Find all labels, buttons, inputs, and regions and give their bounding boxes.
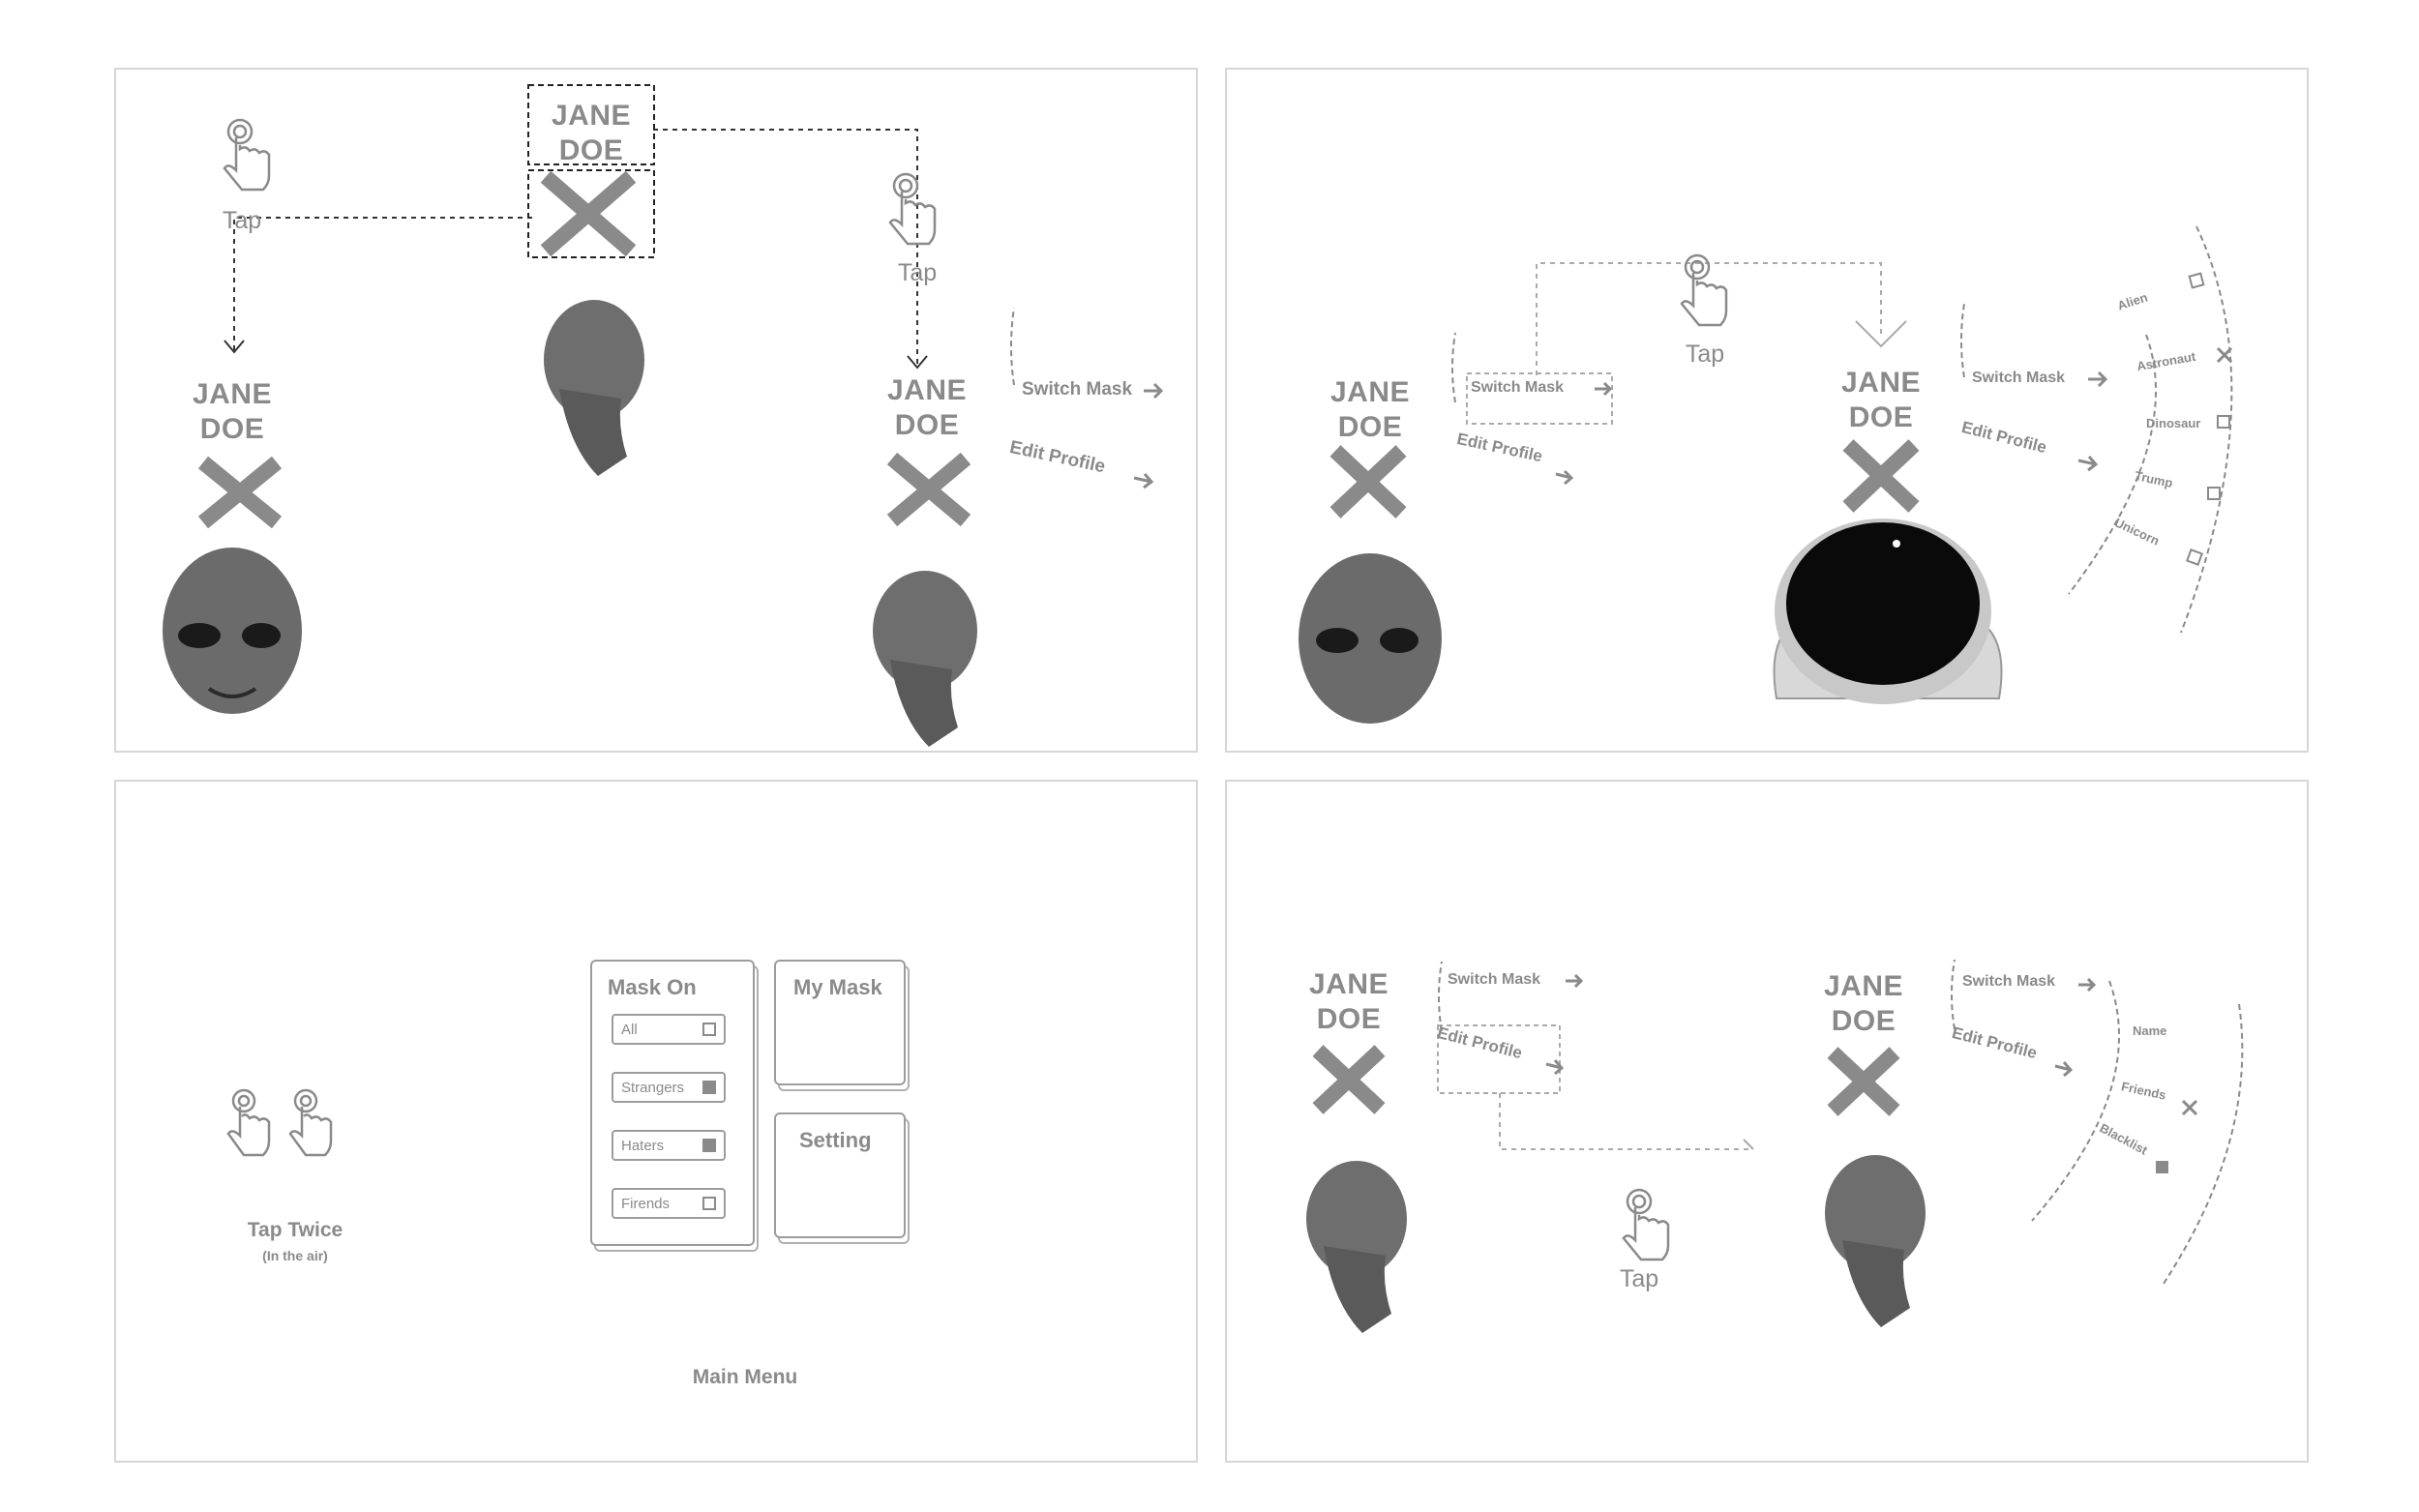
option-label: All	[621, 1022, 638, 1038]
astronaut-mask-image	[1773, 519, 2003, 704]
blacklist-checkbox[interactable]	[2156, 1161, 2168, 1173]
alien-mask-image	[1299, 553, 1442, 724]
tap-label: Tap	[897, 259, 938, 286]
human-head-image	[1825, 1155, 1926, 1327]
tap-hand-icon	[223, 118, 271, 192]
switch-mask-menu-item[interactable]: Switch Mask	[1471, 379, 1565, 396]
switch-mask-menu-item[interactable]: Switch Mask	[1022, 379, 1133, 400]
mask-on-option-haters[interactable]: Haters	[612, 1130, 726, 1161]
close-icon[interactable]	[540, 170, 637, 257]
panel-1-graphics	[163, 84, 1164, 747]
tap-hand-icon	[1680, 253, 1728, 327]
mask-unicorn-checkbox[interactable]	[2186, 548, 2203, 566]
human-head-image	[1306, 1161, 1407, 1333]
mask-trump-checkbox[interactable]	[2207, 487, 2221, 500]
all-checkbox[interactable]	[702, 1023, 716, 1036]
switch-mask-menu-item[interactable]: Switch Mask	[1972, 370, 2066, 386]
tap-hand-icon	[1622, 1188, 1670, 1261]
mask-dinosaur-checkbox[interactable]	[2217, 415, 2230, 429]
panel-3-graphics	[226, 1088, 333, 1157]
close-icon[interactable]	[1842, 439, 1920, 513]
human-head-image	[544, 300, 644, 476]
profile-option-name[interactable]: Name	[2133, 1023, 2167, 1038]
tap-twice-note: (In the air)	[262, 1248, 328, 1263]
panel-main-menu: Tap Twice (In the air) Mask On All Stran…	[114, 780, 1198, 1463]
mask-alien-checkbox[interactable]	[2188, 272, 2205, 289]
my-mask-title: My Mask	[793, 975, 882, 999]
panel-2-graphics	[1299, 225, 2233, 724]
my-mask-card[interactable]: My Mask	[774, 960, 906, 1085]
tap-hand-icon	[288, 1088, 333, 1157]
switch-mask-menu-item[interactable]: Switch Mask	[1962, 973, 2056, 990]
mask-on-option-all[interactable]: All	[612, 1014, 726, 1045]
tap-label: Tap	[222, 207, 262, 234]
close-icon[interactable]	[1329, 445, 1407, 519]
main-menu-caption: Main Menu	[692, 1366, 798, 1388]
tap-label: Tap	[1685, 341, 1725, 368]
setting-card[interactable]: Setting	[774, 1112, 906, 1238]
mask-on-title: Mask On	[608, 975, 697, 999]
friends-checkbox[interactable]	[2181, 1099, 2198, 1116]
close-icon[interactable]	[1827, 1047, 1900, 1116]
mask-on-card[interactable]: Mask On All Strangers Haters Firends	[590, 960, 755, 1246]
switch-mask-menu-item[interactable]: Switch Mask	[1448, 971, 1541, 988]
close-icon[interactable]	[197, 456, 283, 529]
tap-twice-label: Tap Twice	[247, 1219, 343, 1241]
panel-4-graphics	[1306, 959, 2244, 1333]
strangers-checkbox[interactable]	[702, 1081, 716, 1094]
mask-on-option-strangers[interactable]: Strangers	[612, 1072, 726, 1103]
firends-checkbox[interactable]	[702, 1197, 716, 1210]
setting-title: Setting	[799, 1128, 872, 1152]
option-label: Haters	[621, 1138, 665, 1154]
option-label: Strangers	[621, 1080, 685, 1096]
haters-checkbox[interactable]	[702, 1139, 716, 1152]
tap-hand-icon	[226, 1088, 271, 1157]
close-icon[interactable]	[1312, 1045, 1386, 1114]
close-icon[interactable]	[886, 452, 971, 527]
mask-astronaut-checkbox[interactable]	[2216, 346, 2233, 364]
option-label: Firends	[621, 1196, 671, 1212]
alien-mask-image	[163, 548, 302, 714]
human-head-image	[873, 571, 977, 747]
tap-hand-icon	[888, 172, 937, 246]
mask-on-option-firends[interactable]: Firends	[612, 1188, 726, 1219]
mask-option-dinosaur[interactable]: Dinosaur	[2146, 416, 2201, 430]
tap-label: Tap	[1619, 1265, 1659, 1292]
